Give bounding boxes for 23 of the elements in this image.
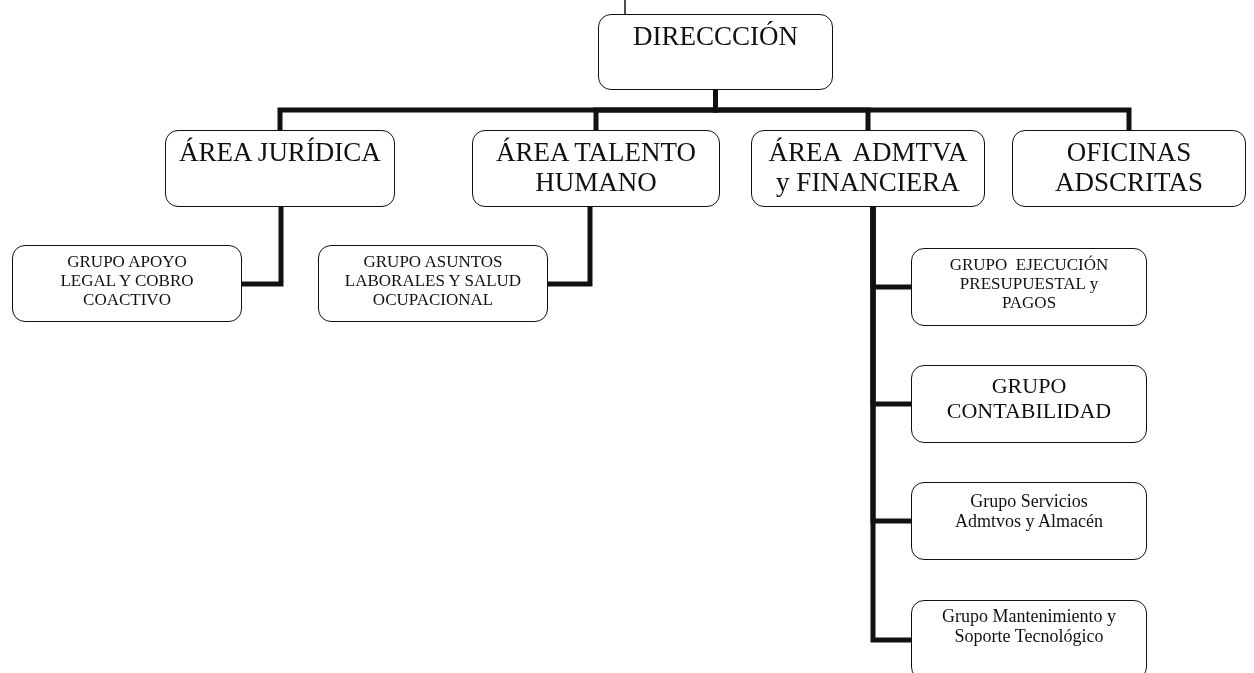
unit-name: GRUPO CONTABILIDAD <box>945 374 1113 424</box>
group-box <box>911 365 1147 443</box>
unit-name: ÁREA JURÍDICA <box>179 137 381 168</box>
department-box <box>751 130 985 207</box>
unit-name: Grupo Servicios Admtvos y Almacén <box>954 491 1104 532</box>
group-box <box>12 245 242 322</box>
unit-name: OFICINAS ADSCRITAS <box>1054 137 1204 198</box>
department-box <box>1012 130 1246 207</box>
group-box <box>911 248 1147 326</box>
department-box <box>165 130 395 207</box>
department-box <box>472 130 720 207</box>
director-box <box>598 14 833 90</box>
group-box <box>318 245 548 322</box>
unit-name: DIRECCCIÓN <box>633 21 798 52</box>
unit-name: Grupo Mantenimiento y Soporte Tecnológico <box>941 606 1117 647</box>
connector-line <box>624 0 626 15</box>
unit-name: GRUPO ASUNTOS LABORALES Y SALUD OCUPACIONAL <box>343 252 523 310</box>
group-box <box>911 482 1147 560</box>
group-box <box>911 600 1147 673</box>
unit-name: GRUPO APOYO LEGAL Y COBRO COACTIVO <box>59 252 195 310</box>
unit-name: ÁREA ADMTVA y FINANCIERA <box>767 137 969 198</box>
unit-name: GRUPO EJECUCIÓN PRESUPUESTAL y PAGOS <box>948 255 1110 313</box>
unit-name: ÁREA TALENTO HUMANO <box>494 137 698 198</box>
